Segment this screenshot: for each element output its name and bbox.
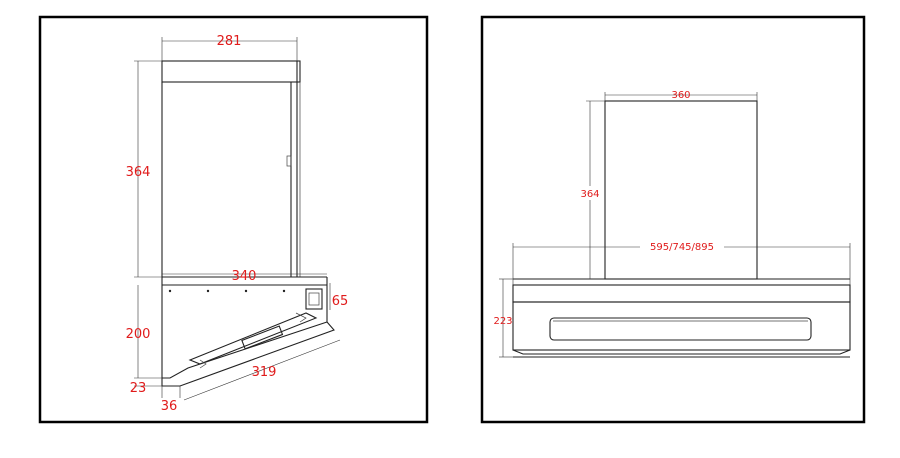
front-dim-lines xyxy=(499,92,851,358)
dim-front-chimney-height: 364 xyxy=(580,189,599,200)
dim-panel-length: 319 xyxy=(252,365,277,380)
front-view-panel: 360 364 595/745/895 223 xyxy=(480,15,866,424)
side-hood-body xyxy=(161,276,335,387)
dim-top-width: 281 xyxy=(217,34,242,49)
dim-chimney-width: 360 xyxy=(671,90,690,101)
dim-body-width: 340 xyxy=(232,269,257,284)
dim-hood-height: 223 xyxy=(493,316,512,327)
dim-lip-width: 36 xyxy=(161,399,178,414)
dim-base-height: 23 xyxy=(130,381,147,396)
dim-chimney-height: 364 xyxy=(126,165,151,180)
side-view-frame xyxy=(38,15,429,424)
front-hood-body xyxy=(512,278,851,358)
dim-body-height: 200 xyxy=(126,327,151,342)
dim-front-height: 65 xyxy=(332,294,349,309)
side-view-panel: 281 364 340 65 200 23 36 319 xyxy=(38,15,429,424)
side-dim-lines xyxy=(134,37,341,401)
front-view-frame xyxy=(480,15,866,424)
side-chimney xyxy=(161,60,301,277)
dim-hood-width: 595/745/895 xyxy=(650,242,714,253)
